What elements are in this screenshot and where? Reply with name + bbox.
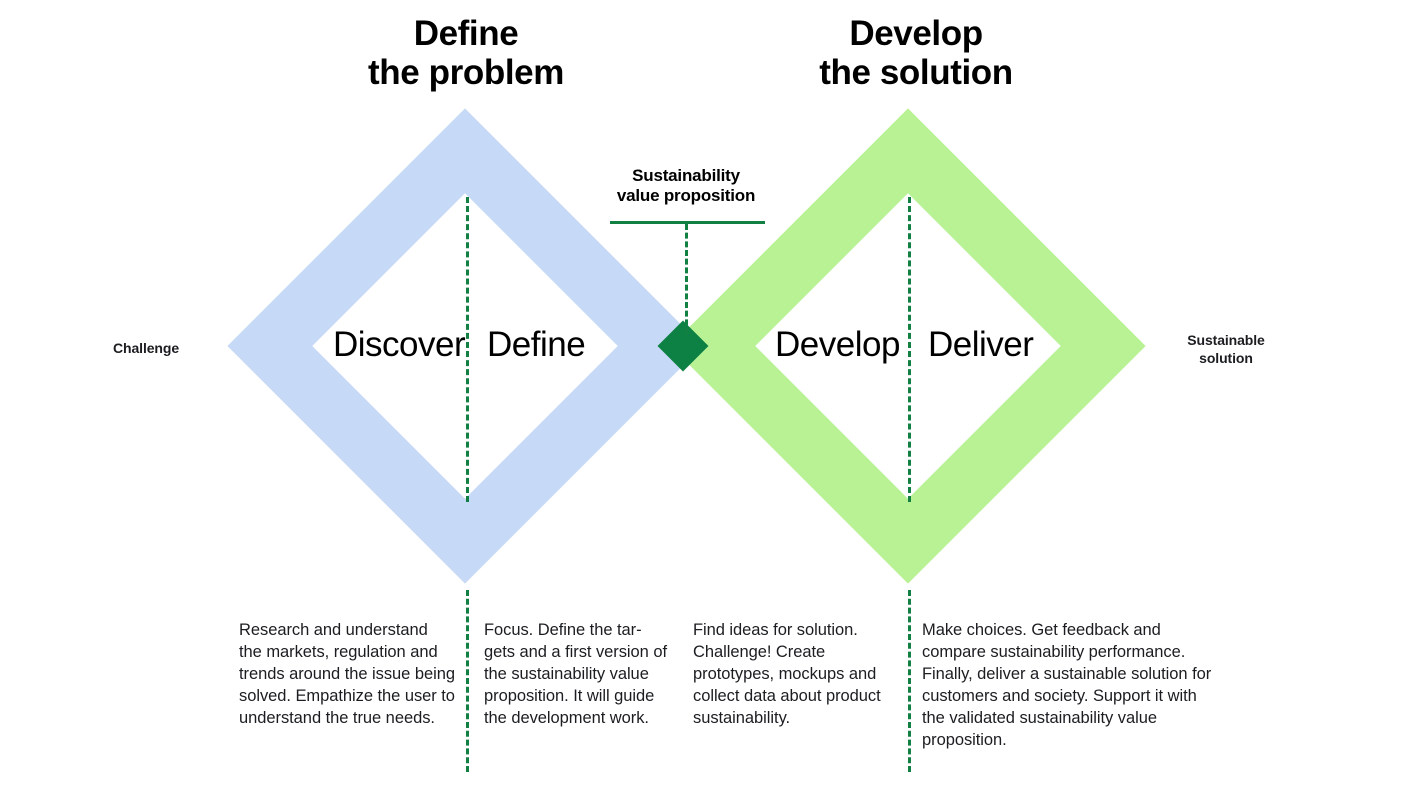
dashed-divider-discover-define-top — [466, 197, 469, 502]
heading-define-the-problem: Define the problem — [368, 14, 564, 93]
stage-label-develop: Develop — [775, 325, 900, 364]
label-challenge: Challenge — [113, 340, 180, 356]
stage-label-deliver: Deliver — [928, 325, 1034, 364]
description-deliver: Make choices. Get feedback and compare s… — [922, 621, 1212, 749]
description-discover: Research and understand the markets, reg… — [239, 621, 455, 727]
stage-label-define: Define — [487, 325, 586, 364]
callout-label: Sustainability value proposition — [616, 166, 756, 206]
description-develop: Find ideas for solution. Challenge! Crea… — [693, 621, 881, 727]
dashed-divider-discover-define-bottom — [466, 590, 469, 772]
stage-label-discover: Discover — [333, 325, 466, 364]
dashed-divider-develop-deliver-bottom — [908, 590, 911, 772]
dashed-divider-develop-deliver-top — [908, 197, 911, 502]
heading-develop-the-solution: Develop the solution — [819, 14, 1013, 93]
label-sustainable-solution: Sustainable solution — [1187, 332, 1265, 366]
description-define: Focus. Define the tar- gets and a first … — [484, 621, 667, 727]
callout-sustainability-value-proposition: Sustainability value proposition — [580, 166, 792, 206]
dashed-leader-value-proposition — [685, 224, 688, 334]
callout-underline-rule — [610, 221, 765, 224]
